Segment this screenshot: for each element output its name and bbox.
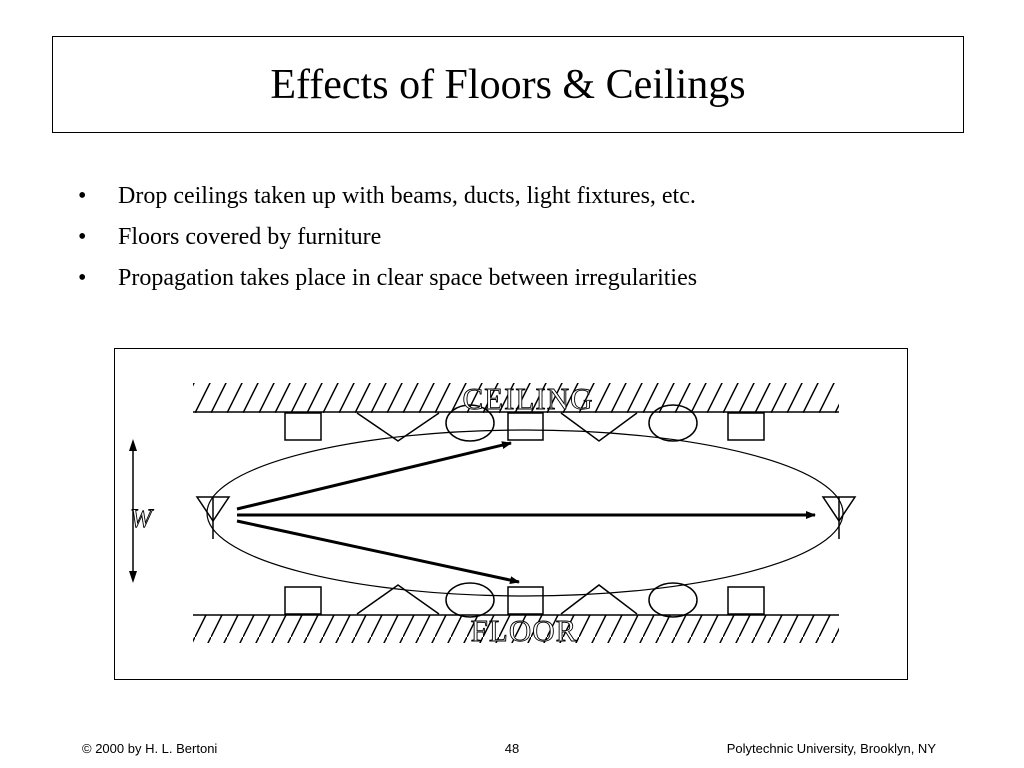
bullet-marker: • xyxy=(78,224,87,250)
bullet-list: • Drop ceilings taken up with beams, duc… xyxy=(78,176,697,299)
ceiling-round-fixture xyxy=(445,404,495,442)
transmitter-antenna-icon xyxy=(195,496,231,539)
ceiling-box xyxy=(284,412,322,441)
floor-round-object xyxy=(445,582,495,618)
bullet-text: Floors covered by furniture xyxy=(118,224,382,250)
ceiling-irregularities xyxy=(284,404,765,442)
ceiling-fixture-triangle xyxy=(356,412,440,442)
receiver-antenna-icon xyxy=(821,496,857,539)
width-arrow xyxy=(129,439,137,583)
bullet-text: Propagation takes place in clear space b… xyxy=(118,265,698,291)
ceiling-box xyxy=(507,412,544,441)
bullet-marker: • xyxy=(78,183,87,209)
bullet-item: • Drop ceilings taken up with beams, duc… xyxy=(78,176,697,217)
ceiling-reflection-ray xyxy=(236,441,512,511)
floor-reflection-ray xyxy=(236,519,520,585)
floor-surface xyxy=(193,614,839,643)
floor-box xyxy=(727,586,765,615)
floor-box xyxy=(284,586,322,615)
footer-copyright: © 2000 by H. L. Bertoni xyxy=(82,741,218,756)
floor-furniture-triangle xyxy=(560,584,638,615)
slide-title: Effects of Floors & Ceilings xyxy=(270,61,746,108)
floor-label: FLOOR xyxy=(471,613,578,648)
bullet-item: • Floors covered by furniture xyxy=(78,217,697,258)
floor-furniture-triangle xyxy=(356,584,440,615)
floor-round-object xyxy=(648,582,698,618)
diagram-canvas: CEILING FLOOR W xyxy=(129,381,857,648)
ceiling-surface xyxy=(193,383,839,413)
propagation-diagram: CEILING FLOOR W xyxy=(114,348,908,680)
bullet-marker: • xyxy=(78,265,87,291)
fresnel-ellipse xyxy=(206,429,844,597)
floor-box xyxy=(507,586,544,615)
bullet-text: Drop ceilings taken up with beams, ducts… xyxy=(118,183,696,209)
ceiling-label: CEILING xyxy=(463,381,594,416)
footer-page-number: 48 xyxy=(504,741,520,756)
ceiling-box xyxy=(727,412,765,441)
floor-irregularities xyxy=(284,582,765,618)
ceiling-fixture-triangle xyxy=(560,412,638,442)
width-label: W xyxy=(130,504,154,533)
bullet-item: • Propagation takes place in clear space… xyxy=(78,258,697,299)
footer-institution: Polytechnic University, Brooklyn, NY xyxy=(726,741,936,756)
title-box: Effects of Floors & Ceilings xyxy=(52,36,964,133)
ceiling-round-fixture xyxy=(648,404,698,442)
